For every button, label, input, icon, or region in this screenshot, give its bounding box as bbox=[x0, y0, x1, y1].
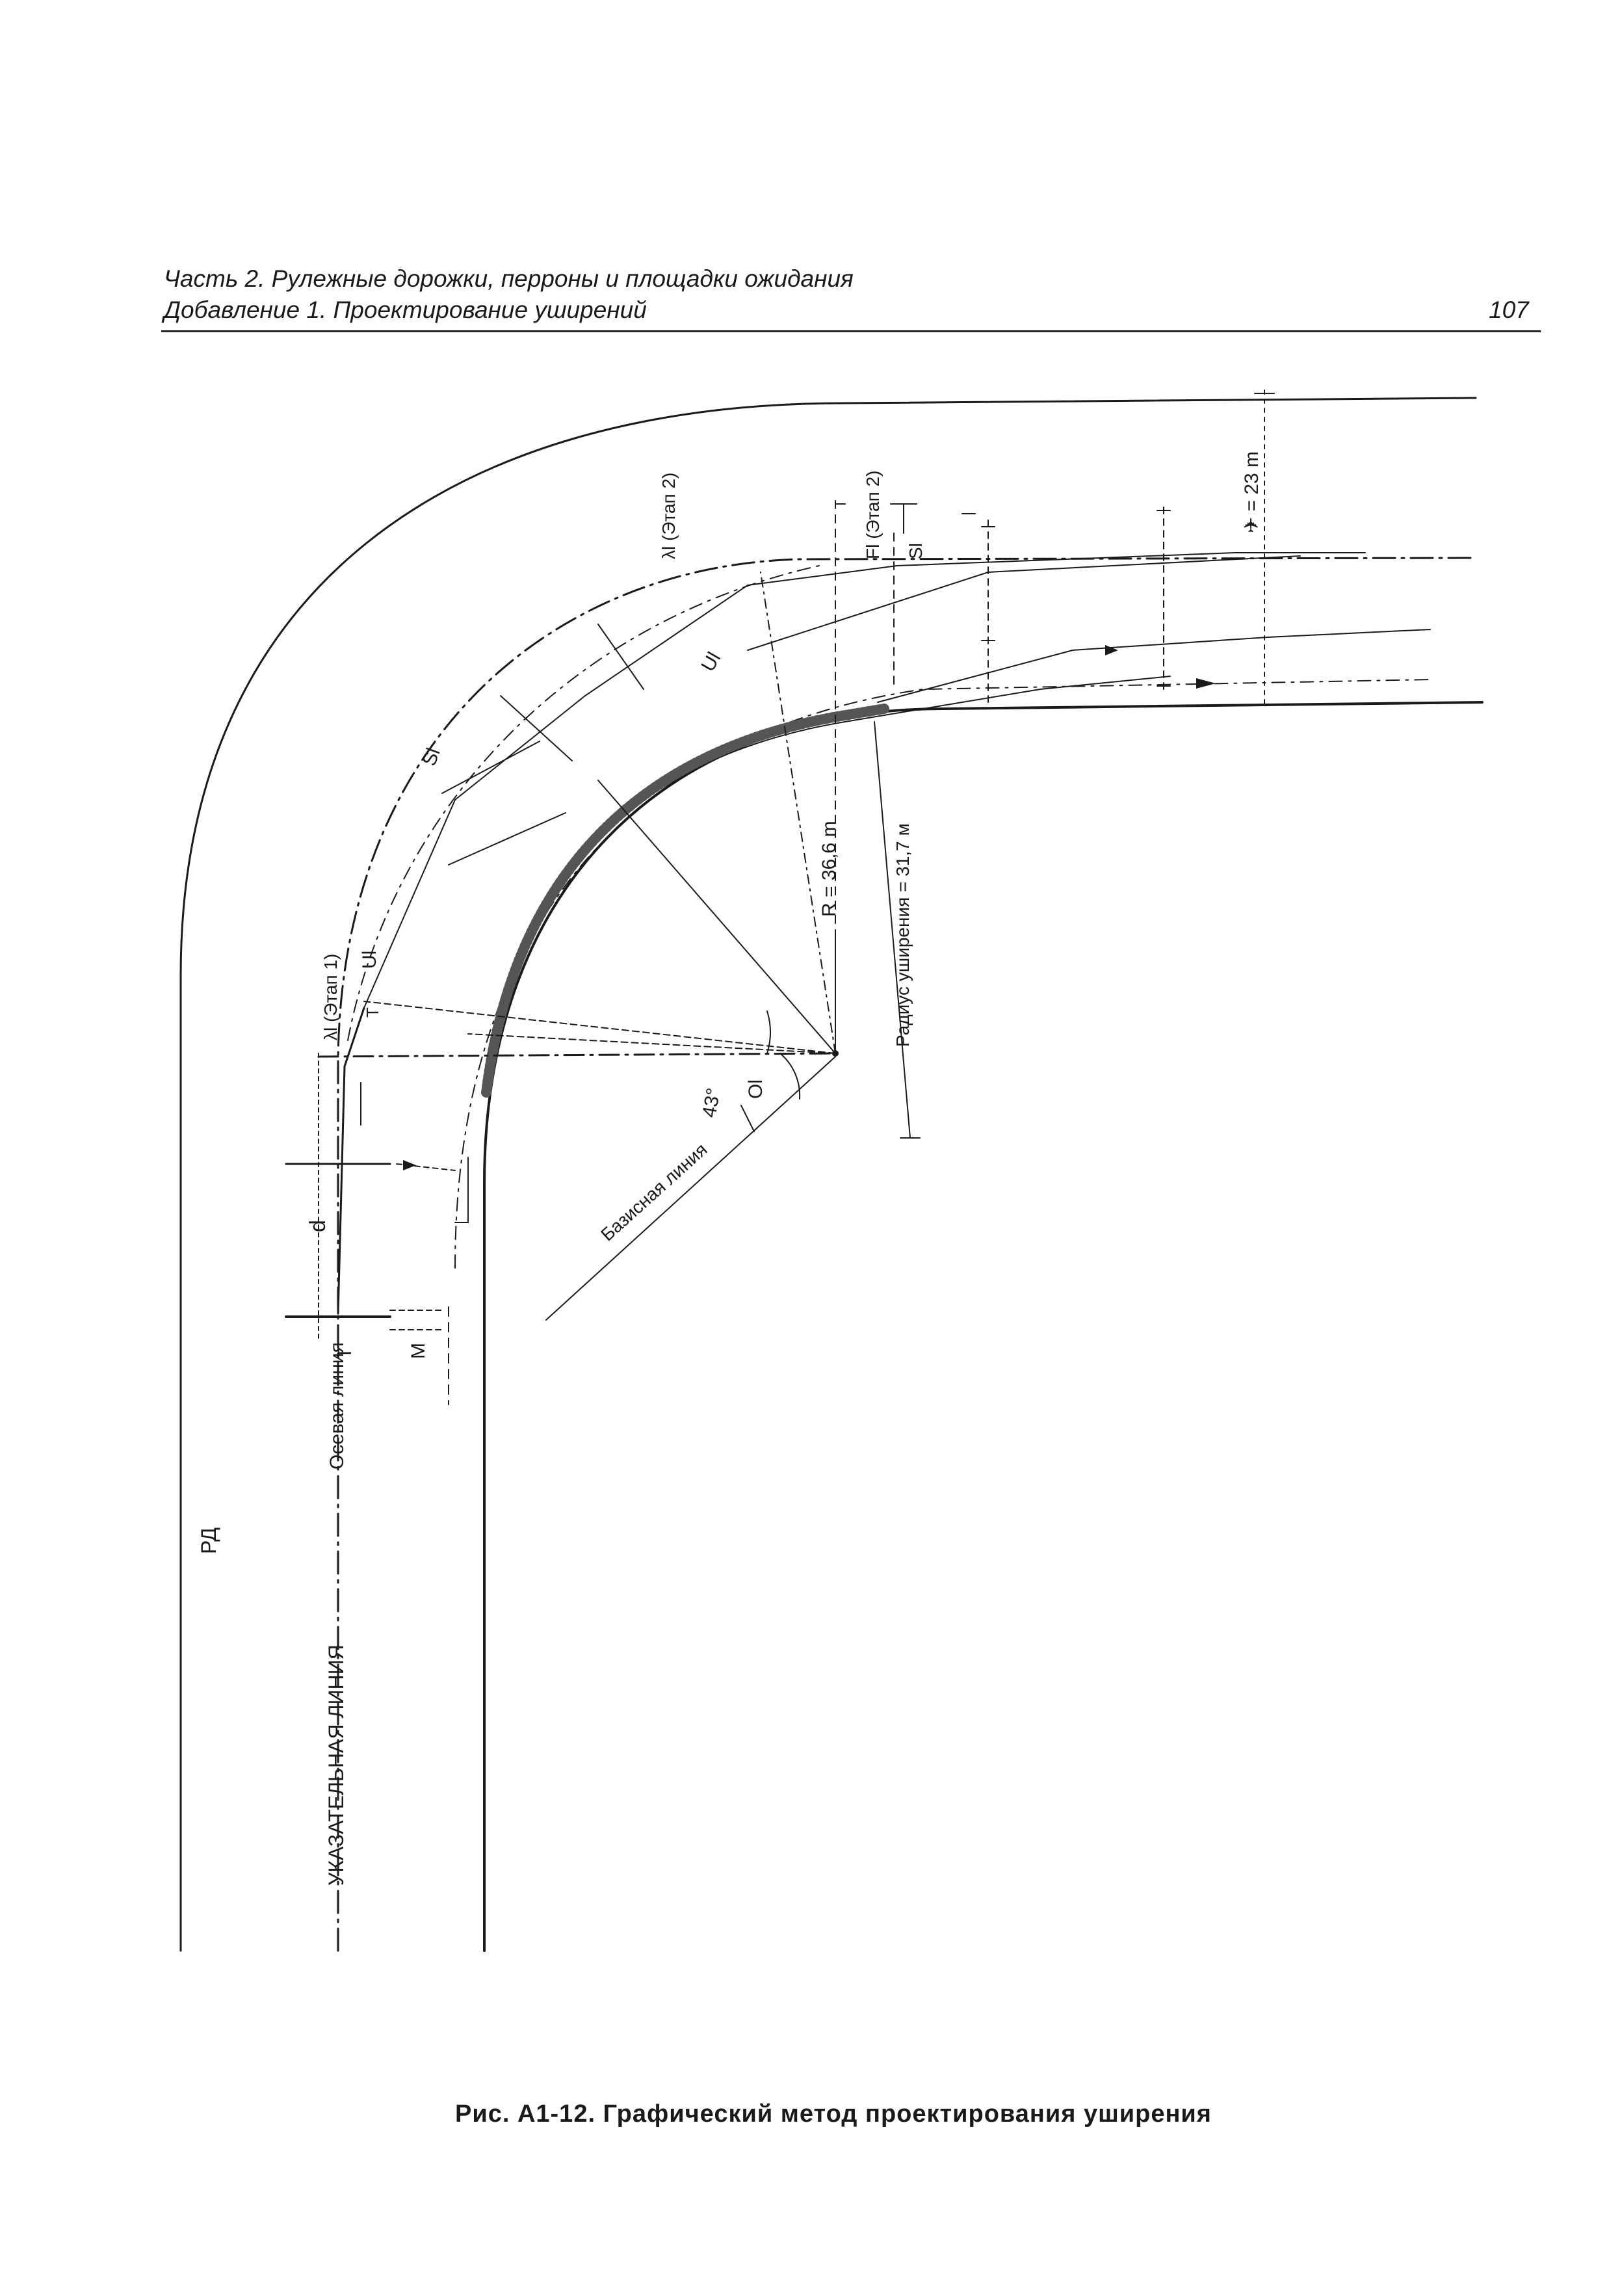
radial-to-left-2 bbox=[467, 1033, 836, 1054]
label-S-left: Sl bbox=[419, 745, 445, 769]
chord-4 bbox=[500, 695, 573, 761]
converging-line-2 bbox=[747, 555, 1301, 651]
label-guide-line: УКАЗАТЕЛЬНАЯ ЛИНИЯ bbox=[324, 1644, 348, 1886]
construction-left-vertical bbox=[337, 1007, 365, 1315]
radial-to-top bbox=[760, 572, 836, 1054]
radius-widening-line bbox=[874, 721, 911, 1139]
dim-ticks bbox=[981, 510, 1171, 687]
label-rd: РД bbox=[197, 1527, 220, 1554]
label-F-stage2: Fl (Этап 2) bbox=[863, 471, 883, 559]
header-rule bbox=[161, 330, 1541, 332]
label-U-left: Ul bbox=[359, 951, 380, 969]
radial-to-left bbox=[363, 1001, 836, 1054]
label-base-line: Базисная линия bbox=[597, 1139, 711, 1245]
label-M: M bbox=[408, 1343, 429, 1359]
outer-taxiway-edge bbox=[179, 397, 1477, 1952]
label-width-23: ✈ = 23 m bbox=[1241, 451, 1262, 533]
chord-2 bbox=[448, 812, 566, 865]
horizontal-through-O bbox=[317, 1052, 837, 1058]
label-R: R = 36,6 m bbox=[818, 821, 840, 917]
label-radius-widening: Радиус уширения = 31,7 м bbox=[893, 823, 913, 1047]
angle-arc-2 bbox=[766, 1010, 771, 1054]
arrow-right-1 bbox=[1196, 678, 1216, 689]
page-number: 107 bbox=[1489, 297, 1529, 323]
label-U-top: Ul bbox=[697, 648, 725, 675]
top-dim-2 bbox=[890, 503, 917, 534]
label-O: Ol bbox=[745, 1079, 766, 1099]
label-lambda-stage1: λl (Этап 1) bbox=[320, 954, 341, 1040]
left-dim-3 bbox=[389, 1310, 443, 1330]
label-angle: 43° bbox=[698, 1087, 724, 1119]
base-line bbox=[545, 1056, 836, 1321]
chord-3 bbox=[441, 741, 540, 794]
label-T: T bbox=[334, 1347, 356, 1359]
header-section-title: Часть 2. Рулежные дорожки, перроны и пло… bbox=[164, 265, 854, 292]
arrow-right-2 bbox=[1105, 645, 1118, 655]
arrow-left-1 bbox=[403, 1160, 416, 1170]
angle-arc bbox=[779, 1053, 801, 1100]
dash-dot-inner-curve bbox=[454, 679, 1431, 1269]
label-centerline: Осевая линия bbox=[326, 1342, 348, 1470]
label-d: d bbox=[306, 1220, 330, 1232]
figure-caption: Рис. A1-12. Графический метод проектиров… bbox=[455, 2100, 1212, 2128]
converging-line-1 bbox=[747, 552, 1366, 586]
label-S-top: Sl bbox=[906, 543, 926, 559]
hatched-fillet-band bbox=[481, 704, 889, 1098]
dash-dot-outer-curve bbox=[347, 565, 820, 1041]
label-T-small: T bbox=[363, 1007, 382, 1018]
radial-diagonal bbox=[597, 780, 836, 1054]
label-lambda-stage2: λl (Этап 2) bbox=[659, 473, 679, 559]
chord-1 bbox=[363, 585, 748, 1009]
header-appendix-title: Добавление 1. Проектирование уширений bbox=[164, 297, 647, 323]
center-point bbox=[832, 1050, 839, 1057]
chord-5 bbox=[597, 624, 644, 690]
guide-line bbox=[337, 557, 1477, 1952]
converging-line-3 bbox=[877, 629, 1431, 703]
O-mark bbox=[740, 1105, 755, 1132]
inner-taxiway-edge bbox=[483, 701, 1484, 1952]
left-dim-8 bbox=[454, 1157, 469, 1223]
